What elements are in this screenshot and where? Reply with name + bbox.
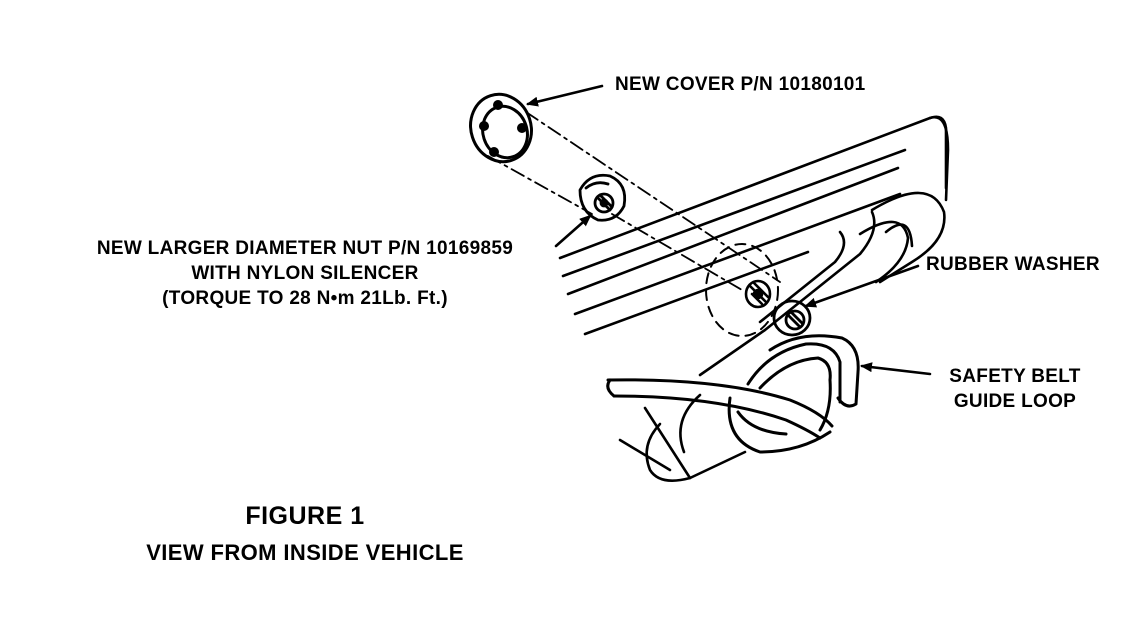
figure-subtitle: VIEW FROM INSIDE VEHICLE (146, 540, 464, 565)
safety-belt-strap (606, 378, 834, 440)
stud-location-dashed-circle (705, 243, 779, 337)
figure-title: FIGURE 1 (245, 502, 365, 530)
guide-loop-callout-line1: SAFETY BELT (949, 366, 1081, 387)
guide-loop-leader-arrow (860, 362, 932, 376)
cover-callout: NEW COVER P/N 10180101 (615, 74, 866, 95)
nut-callout-line2: WITH NYLON SILENCER (191, 263, 419, 284)
guide-loop-callout: SAFETY BELT GUIDE LOOP (920, 364, 1110, 414)
cover-leader-arrow (526, 84, 604, 107)
leader-arrows (526, 84, 932, 376)
nut-callout-line1: NEW LARGER DIAMETER NUT P/N 10169859 (96, 238, 514, 259)
washer-leader-arrow (804, 264, 920, 308)
nut-leader-arrow (554, 214, 592, 248)
washer-callout: RUBBER WASHER (926, 254, 1100, 275)
rubber-washer (772, 299, 812, 337)
cover-cap (469, 92, 533, 164)
larger-diameter-nut (578, 173, 627, 222)
guide-loop-callout-line2: GUIDE LOOP (953, 391, 1077, 412)
roof-rail (558, 115, 950, 336)
nut-callout: NEW LARGER DIAMETER NUT P/N 10169859 WIT… (40, 236, 570, 311)
safety-belt-guide-loop (727, 334, 860, 454)
nut-callout-line3: (TORQUE TO 28 N•m 21Lb. Ft.) (162, 288, 448, 309)
bolt-stud (744, 279, 772, 309)
b-pillar-outline (618, 210, 876, 482)
pillar-trim-recess (858, 191, 946, 284)
exploded-view-guide-lines (487, 111, 781, 291)
